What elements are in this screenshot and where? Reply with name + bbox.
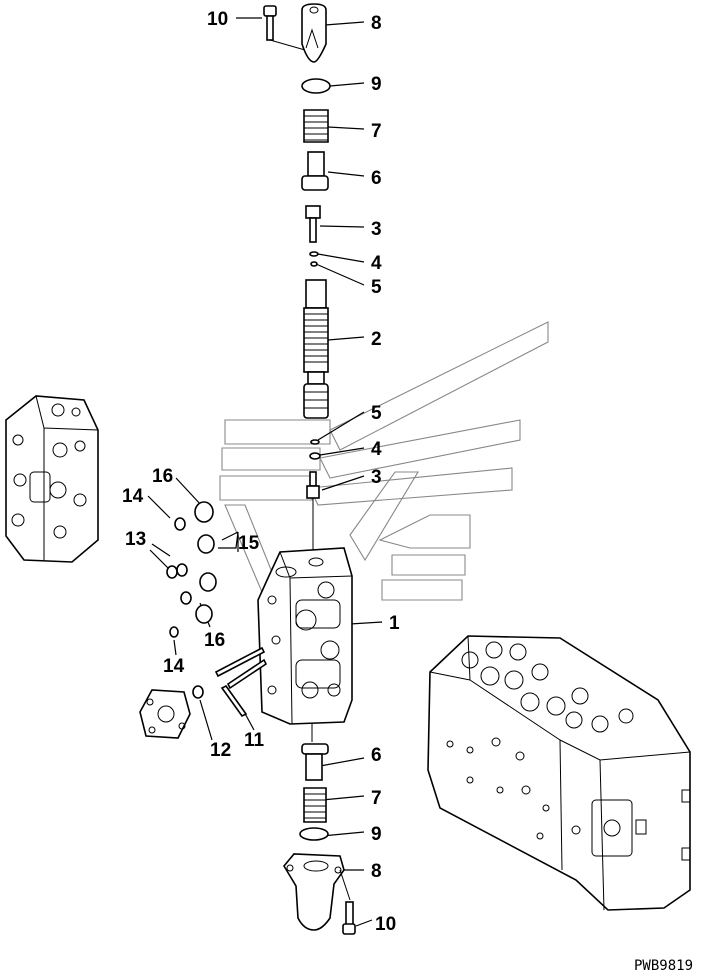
bolt-top-part [263,5,306,51]
callout-9-bottom: 9 [371,824,382,845]
cap-left-part [139,689,191,739]
callout-8-bottom: 8 [371,861,382,882]
callout-15: 15 [238,533,260,554]
callout-5-bottom: 5 [371,403,382,424]
leader-lines [147,17,383,927]
callout-14-top: 14 [122,486,144,507]
pins-part [192,646,268,718]
callout-1: 1 [389,613,400,634]
callout-3-bottom: 3 [371,467,382,488]
callout-12: 12 [210,740,231,761]
callout-13: 13 [125,529,146,550]
cover-bottom-part [283,853,351,931]
bolt-bottom-part [342,901,356,935]
ring-4-bottom-part [309,452,321,460]
valve-body-part [257,547,353,742]
callout-8-top: 8 [371,13,382,34]
callout-16-bottom: 16 [204,630,225,651]
o-ring-top-part [301,78,331,94]
valve-block-left-part [5,395,99,563]
gaskets-left-part [166,501,217,638]
callout-4-top: 4 [371,253,382,274]
callout-14-bottom: 14 [163,656,185,677]
callout-10-bottom: 10 [375,914,396,935]
o-ring-bottom-part [299,827,329,841]
callout-9-top: 9 [371,74,382,95]
retainer-bottom-part [301,743,329,781]
spring-bottom-part [303,787,327,823]
control-valve-assembly-part [427,635,691,911]
ring-4-top-part [309,251,319,257]
watermark-logo [219,321,549,601]
stopper-top-part [305,205,321,243]
ring-5-top-part [310,261,318,267]
callout-2: 2 [371,329,382,350]
callout-7-bottom: 7 [371,788,382,809]
spool-part [303,279,329,419]
cover-top-part [301,3,327,63]
callout-labels: 10 8 9 7 6 3 4 5 2 5 4 3 1 16 14 13 15 1… [122,9,400,935]
callout-4-bottom: 4 [371,439,382,460]
callout-5-top: 5 [371,277,382,298]
stopper-bottom-part [306,471,320,550]
callout-11: 11 [244,730,265,751]
callout-3-top: 3 [371,219,382,240]
spring-top-part [303,109,329,143]
retainer-top-part [301,151,329,191]
callout-10-top: 10 [207,9,228,30]
callout-7-top: 7 [371,121,382,142]
callout-6-top: 6 [371,168,382,189]
ring-5-bottom-part [310,439,320,445]
callout-6-bottom: 6 [371,745,382,766]
callout-16-top: 16 [152,466,173,487]
drawing-code-label: PWB9819 [634,958,693,974]
